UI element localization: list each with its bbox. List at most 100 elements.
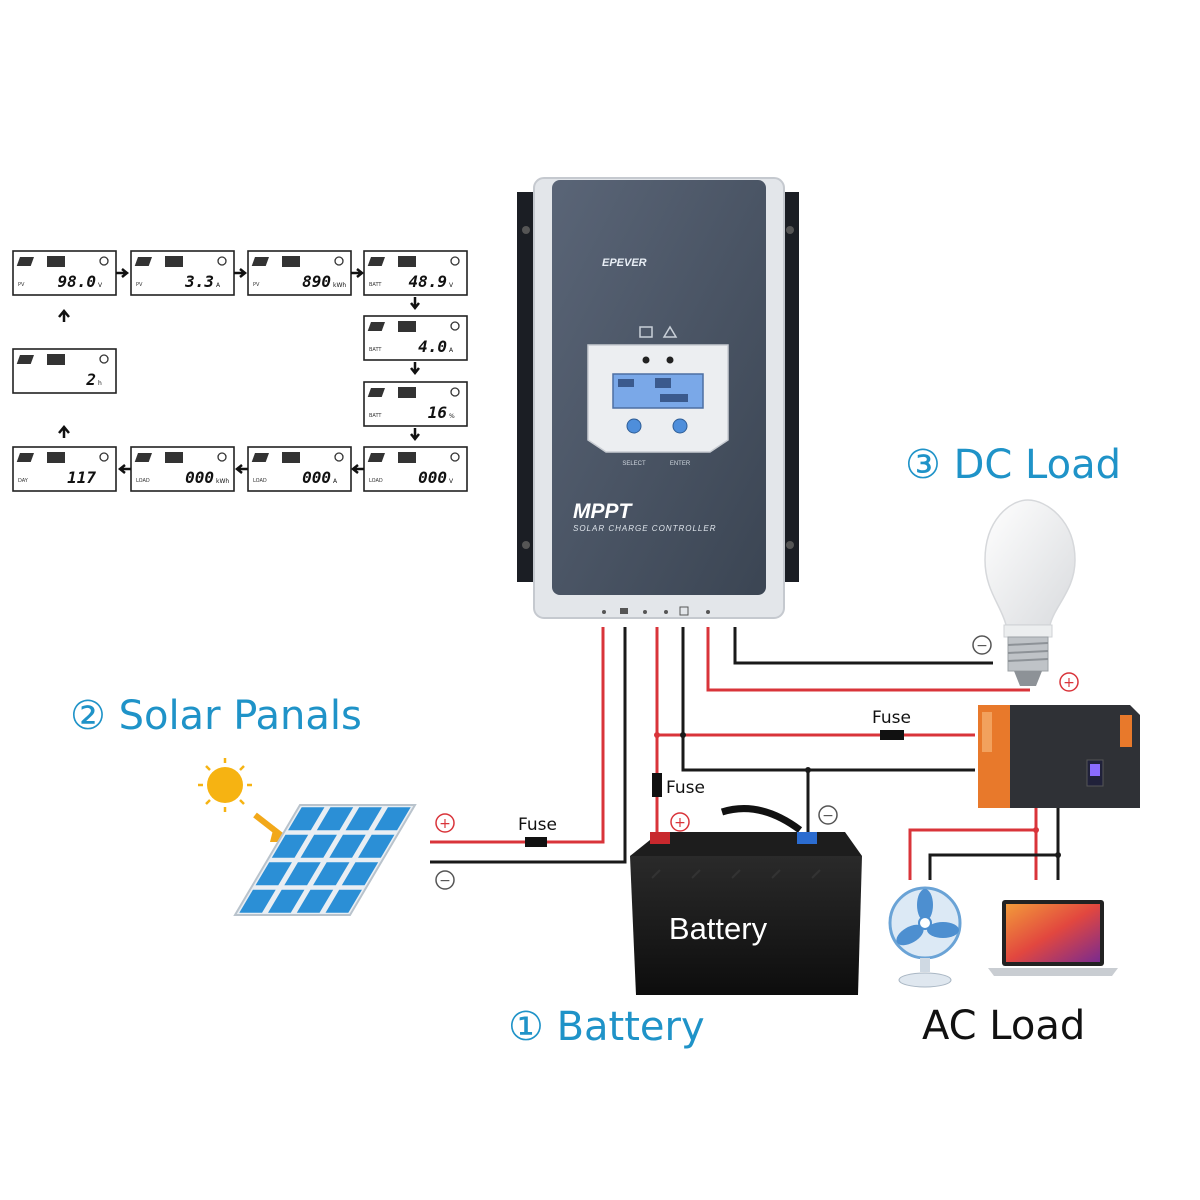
lcd-bulb-icon: [450, 321, 460, 331]
controller-model-title: MPPT: [573, 500, 634, 523]
lcd-bulb-icon: [99, 452, 109, 462]
lcd-tag: LOAD: [369, 478, 383, 484]
lcd-value: 890: [302, 272, 331, 291]
flow-arrow-icon: [117, 464, 131, 474]
lcd-solar-icon: [134, 257, 152, 266]
lcd-unit: kWh: [216, 478, 229, 485]
wire-fan-neutral: [928, 853, 1058, 880]
lcd-tag: LOAD: [253, 478, 267, 484]
lcd-bulb-icon: [334, 256, 344, 266]
enter-button[interactable]: [672, 418, 688, 434]
bulb-glass: [984, 499, 1076, 626]
warning-icon: [662, 325, 678, 338]
lcd-value: 3.3: [184, 272, 214, 291]
lcd-value: 000: [185, 468, 214, 487]
lcd-battery-icon: [398, 387, 416, 398]
solar-status-icon: [639, 326, 653, 338]
fuse-inverter: [880, 730, 904, 740]
flow-arrow-icon: [58, 309, 70, 322]
flow-arrow-icon: [410, 428, 420, 442]
solar-cell: [374, 807, 411, 831]
battery: Battery: [630, 805, 862, 995]
lcd-unit: V: [449, 282, 454, 289]
flow-arrow-icon: [234, 268, 248, 278]
lcd-battery-icon: [47, 452, 65, 463]
flow-arrow-icon: [350, 464, 364, 474]
solar-cell: [284, 862, 321, 886]
flow-arrow-icon: [351, 268, 365, 278]
ac-load-fan: [888, 886, 962, 988]
lcd-tag: BATT: [369, 413, 382, 419]
lcd-solar-icon: [16, 453, 35, 462]
charge-controller: EPEVER SELECT ENTER MPPT SOLAR CHARGE CO…: [517, 177, 799, 619]
lcd-battery-icon: [47, 256, 65, 267]
lcd-unit: V: [98, 282, 103, 289]
battery-case: [630, 856, 862, 995]
status-led-left: [642, 356, 650, 364]
lcd-battery-icon: [398, 321, 416, 332]
flow-arrow-icon: [58, 425, 70, 438]
battery-plus-sign: +: [674, 815, 686, 831]
solar-cell: [341, 862, 379, 886]
lcd-unit: kWh: [333, 282, 346, 289]
lcd-solar-icon: [367, 388, 385, 397]
fuse-inverter-label: Fuse: [872, 708, 911, 728]
lcd-bulb-icon: [217, 452, 227, 462]
solar-cell: [271, 834, 309, 858]
lcd-solar-icon: [16, 257, 34, 266]
solar-panel: [198, 758, 417, 916]
dc-plus-terminal: [1059, 672, 1079, 692]
solar-minus-terminal: [435, 870, 455, 890]
sun-icon: [207, 767, 243, 803]
solar-cell: [313, 862, 350, 886]
flow-arrow-icon: [116, 268, 130, 278]
flow-arrow-icon: [234, 464, 248, 474]
battery-plus-terminal: [670, 812, 690, 832]
flow-arrow-icon: [410, 297, 420, 311]
lcd-value: 000: [302, 468, 331, 487]
left-mounting-bracket: [517, 192, 535, 582]
lcd-tag: LOAD: [136, 478, 150, 484]
lcd-solar-icon: [16, 355, 35, 364]
battery-label: Battery: [669, 911, 768, 946]
lcd-tag: BATT: [369, 347, 382, 353]
solar-minus-sign: −: [439, 873, 451, 889]
lcd-bulb-icon: [450, 256, 460, 266]
lcd-battery-icon: [282, 452, 300, 463]
battery-minus-terminal: [818, 805, 838, 825]
fuse-battery-label: Fuse: [666, 778, 705, 798]
lcd-battery-icon: [165, 256, 183, 267]
lcd-solar-icon: [367, 257, 385, 266]
lcd-solar-icon: [367, 322, 385, 331]
fuse-solar-label: Fuse: [518, 815, 557, 835]
brand-logo: EPEVER: [602, 257, 647, 269]
lcd-unit: %: [449, 413, 455, 420]
solar-cell: [239, 889, 276, 913]
lcd-value: 4.0: [418, 337, 447, 356]
solar-plus-terminal: [435, 813, 455, 833]
lcd-value: 2: [85, 370, 96, 389]
lcd-battery-icon: [398, 256, 416, 267]
battery-handle: [720, 805, 803, 833]
panel-cells: [239, 807, 411, 913]
solar-cell: [268, 889, 305, 913]
lcd-solar-icon: [134, 453, 152, 462]
status-led-right: [666, 356, 674, 364]
solar-plus-sign: +: [439, 816, 451, 832]
solar-cell: [288, 807, 325, 831]
lcd-bulb-icon: [99, 354, 109, 364]
select-button[interactable]: [626, 418, 642, 434]
solar-cell: [300, 834, 337, 858]
fuse-solar: [525, 837, 547, 847]
battery-negative-post: [797, 832, 817, 844]
lcd-bulb-icon: [450, 452, 460, 462]
lcd-tag: BATT: [369, 282, 382, 288]
fuse-battery: [652, 773, 662, 797]
lcd-value: 000: [418, 468, 447, 487]
